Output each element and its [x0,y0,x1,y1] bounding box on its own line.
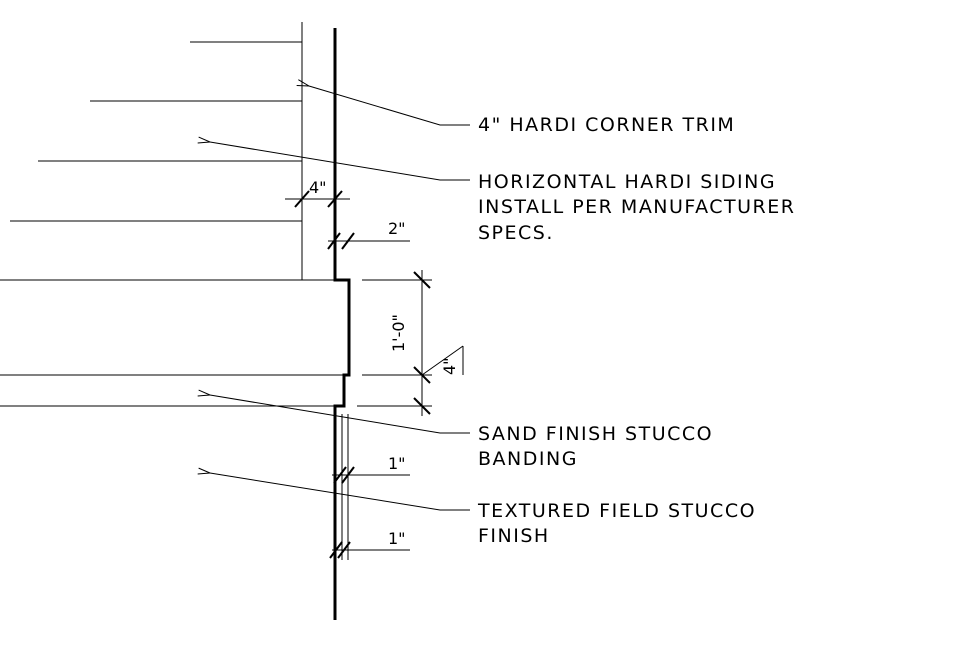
callout-siding-line3: SPECS. [478,222,554,244]
callout-banding-line2: BANDING [478,448,578,470]
dimension-trim-width: 4" [285,178,350,208]
dimension-stucco-lower: 1" [329,529,410,559]
dim-band-height-text: 1'-0" [389,314,408,352]
callout-siding-line1: HORIZONTAL HARDI SIDING [478,171,776,193]
callout-siding-line2: INSTALL PER MANUFACTURER [478,196,795,218]
dim-stucco-upper-text: 1" [388,454,406,473]
dimension-siding-offset: 2" [327,219,410,250]
leader-field-stucco [197,467,470,511]
leader-banding [197,389,470,434]
leader-siding [197,136,470,181]
dim-band-reveal-text: 4" [440,357,459,375]
dimension-band-height: 1'-0" 4" [357,270,464,416]
callout-field-line2: FINISH [478,525,550,547]
stucco-banding [0,279,349,407]
field-stucco-layers [341,414,349,560]
callout-corner-trim: 4" HARDI CORNER TRIM [478,114,735,136]
callout-banding-line1: SAND FINISH STUCCO [478,423,713,445]
leader-corner-trim [296,79,470,126]
callout-field-line1: TEXTURED FIELD STUCCO [477,500,756,522]
hardi-siding-courses [10,22,303,280]
dimension-stucco-upper: 1" [332,454,410,484]
callout-labels: 4" HARDI CORNER TRIM HORIZONTAL HARDI SI… [477,114,795,547]
leader-lines [197,79,470,511]
dim-trim-width-text: 4" [309,178,327,197]
dim-stucco-lower-text: 1" [388,529,406,548]
dim-siding-offset-text: 2" [388,219,406,238]
